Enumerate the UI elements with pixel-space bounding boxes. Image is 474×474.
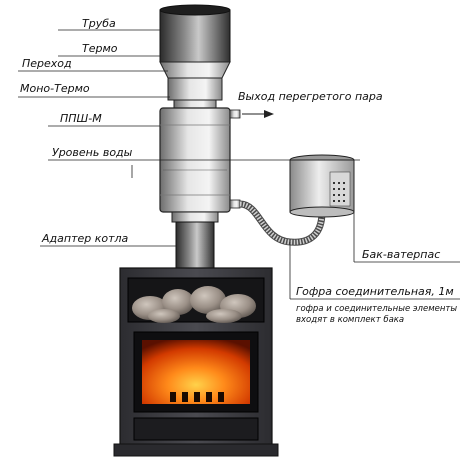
water-tank xyxy=(289,154,355,218)
steam-arrow xyxy=(242,110,274,118)
label-pipe: Труба xyxy=(82,17,116,30)
transition-collar xyxy=(159,61,231,101)
hose-connector xyxy=(229,199,241,209)
sauna-stove xyxy=(113,267,279,457)
corrugated-hose xyxy=(239,200,326,246)
label-boiler-adapter: Адаптер котла xyxy=(41,232,129,245)
label-note-line1: гофра и соединительные элементы xyxy=(296,304,457,314)
label-water-level: Уровень воды xyxy=(52,146,133,159)
label-steam-outlet: Выход перегретого пара xyxy=(238,90,383,103)
label-termo: Термо xyxy=(82,42,118,55)
neck-pipe xyxy=(173,99,217,109)
boiler-adapter xyxy=(171,211,219,269)
ash-door xyxy=(133,417,259,441)
grate-bars xyxy=(170,392,224,402)
steam-outlet-nozzle xyxy=(229,109,241,119)
label-tank: Бак-ватерпас xyxy=(362,248,440,261)
label-mono-termo: Моно-Термо xyxy=(20,82,90,95)
leader-lines xyxy=(18,29,460,300)
label-hose: Гофра соединительная, 1м xyxy=(296,285,454,298)
label-psh: ППШ-М xyxy=(60,112,102,125)
sauna-stones xyxy=(132,286,256,323)
label-note-line2: входят в комплект бака xyxy=(296,315,404,325)
label-transition: Переход xyxy=(22,57,72,70)
pipe-segment xyxy=(159,4,231,63)
